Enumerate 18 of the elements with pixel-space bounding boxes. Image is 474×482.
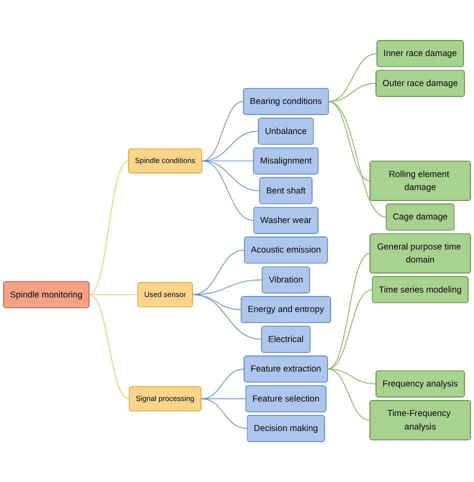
connector	[88, 294, 138, 296]
connector	[192, 250, 245, 296]
connector	[200, 368, 244, 400]
connector	[88, 160, 129, 296]
connector	[201, 160, 260, 191]
connector	[201, 160, 254, 221]
connector	[328, 101, 370, 182]
connector	[327, 368, 370, 420]
connector	[328, 82, 376, 102]
connector	[88, 294, 130, 400]
connector	[201, 101, 244, 162]
connector	[327, 289, 373, 370]
connector	[200, 398, 248, 429]
connector	[328, 53, 378, 102]
connector	[328, 101, 387, 218]
connector	[192, 294, 262, 340]
connector	[327, 368, 376, 384]
connector	[327, 253, 370, 370]
